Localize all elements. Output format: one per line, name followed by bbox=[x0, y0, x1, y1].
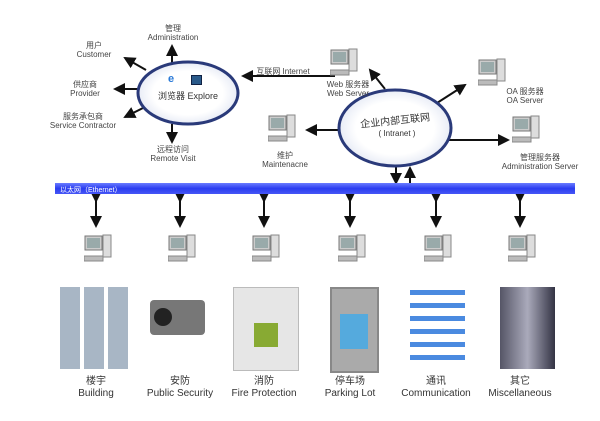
subsystem-label-en: Communication bbox=[401, 388, 471, 399]
subsystem-label-cn: 停车场 bbox=[335, 376, 365, 387]
subsystem-label-en: Public Security bbox=[146, 388, 214, 399]
subsystem-computer-icon bbox=[423, 234, 452, 264]
ethernet-bus bbox=[55, 183, 575, 194]
browser-app-icon bbox=[191, 75, 202, 85]
subsystem-label-cn: 安防 bbox=[169, 376, 190, 387]
admin-server-computer-icon bbox=[511, 115, 540, 145]
internet-label: 互联网 Internet bbox=[256, 67, 310, 76]
building-image bbox=[60, 287, 130, 369]
subsystem-label-en: Miscellaneous bbox=[488, 388, 552, 399]
subsystem-label-cn: 其它 bbox=[510, 376, 530, 387]
communication-cables-image bbox=[410, 290, 465, 365]
subsystem-label-en: Building bbox=[78, 388, 114, 399]
security-camera-image bbox=[150, 300, 205, 335]
ethernet-label: 以太网（Ethernet） bbox=[60, 187, 122, 194]
subsystem-label-en: Fire Protection bbox=[231, 388, 297, 399]
ie-icon: e bbox=[168, 73, 175, 85]
subsystem-label-cn: 通讯 bbox=[425, 376, 446, 387]
subsystem-computer-icon bbox=[507, 234, 536, 264]
subsystem-label-cn: 消防 bbox=[254, 376, 274, 387]
fire-panel-image bbox=[233, 287, 299, 371]
web-server-computer-icon bbox=[329, 48, 358, 78]
subsystem-computer-icon bbox=[167, 234, 196, 264]
browser-title: 浏览器 Explore bbox=[157, 91, 219, 101]
intranet-subtitle: ( Intranet ) bbox=[378, 129, 416, 138]
subsystem-label-cn: 楼宇 bbox=[86, 376, 106, 387]
skyscraper-image bbox=[500, 287, 555, 369]
browser-ellipse bbox=[136, 60, 240, 126]
subsystem-computer-icon bbox=[83, 234, 112, 264]
subsystem-computer-icon bbox=[251, 234, 280, 264]
maintenance-computer-icon bbox=[267, 114, 296, 144]
oa-server-computer-icon bbox=[477, 58, 506, 88]
parking-gate-image bbox=[330, 287, 379, 373]
subsystem-label-en: Parking Lot bbox=[324, 388, 376, 399]
subsystem-computer-icon bbox=[337, 234, 366, 264]
intranet-ellipse bbox=[337, 88, 453, 168]
